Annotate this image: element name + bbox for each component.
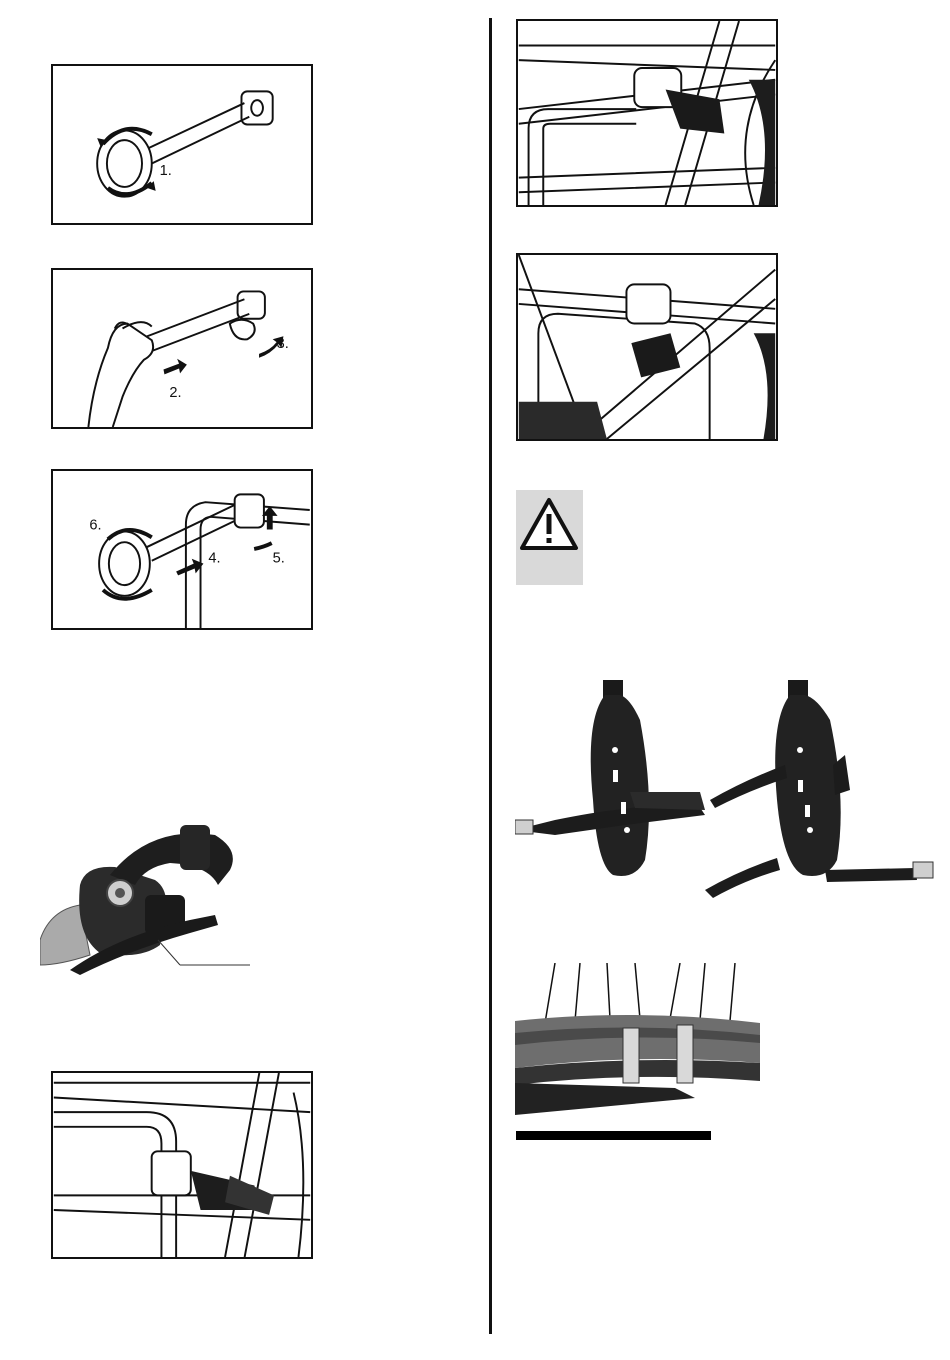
photo-frame-holder-lock bbox=[40, 815, 250, 975]
figure-3-drawing: 6. 4. 5. bbox=[53, 471, 311, 628]
column-divider bbox=[489, 18, 492, 1334]
figure-a-drawing bbox=[518, 21, 776, 205]
figure-1-drawing: 1. bbox=[53, 66, 311, 223]
photo-frame-holder-drawing bbox=[40, 815, 250, 975]
photo-wheel-holders-drawing bbox=[515, 680, 945, 905]
figure-a-frame-tube-clamp bbox=[516, 19, 778, 207]
figure-4-mounted-on-rack bbox=[51, 1071, 313, 1259]
step-label-2: 2. bbox=[169, 385, 181, 401]
step-label-6: 6. bbox=[89, 518, 101, 534]
step-label-4: 4. bbox=[208, 551, 220, 567]
warning-triangle-icon bbox=[516, 490, 583, 585]
warning-box bbox=[516, 490, 583, 585]
photo-wheel-strapped-drawing bbox=[515, 963, 760, 1115]
photo-wheel-strapped bbox=[515, 963, 760, 1115]
step-label-5: 5. bbox=[273, 551, 285, 567]
step-label-3: 3. bbox=[277, 336, 289, 352]
figure-3-mount-on-frame: 6. 4. 5. bbox=[51, 469, 313, 630]
figure-2-drawing: 2. 3. bbox=[53, 270, 311, 427]
step-label-1: 1. bbox=[160, 163, 172, 179]
figure-2-push-bar: 2. 3. bbox=[51, 268, 313, 429]
heavy-rule-bar bbox=[516, 1131, 711, 1140]
figure-b-diagonal-tube-clamp bbox=[516, 253, 778, 441]
figure-b-drawing bbox=[518, 255, 776, 439]
figure-4-drawing bbox=[53, 1073, 311, 1257]
figure-1-rotate-knob: 1. bbox=[51, 64, 313, 225]
photo-wheel-holders-straps bbox=[515, 680, 945, 905]
